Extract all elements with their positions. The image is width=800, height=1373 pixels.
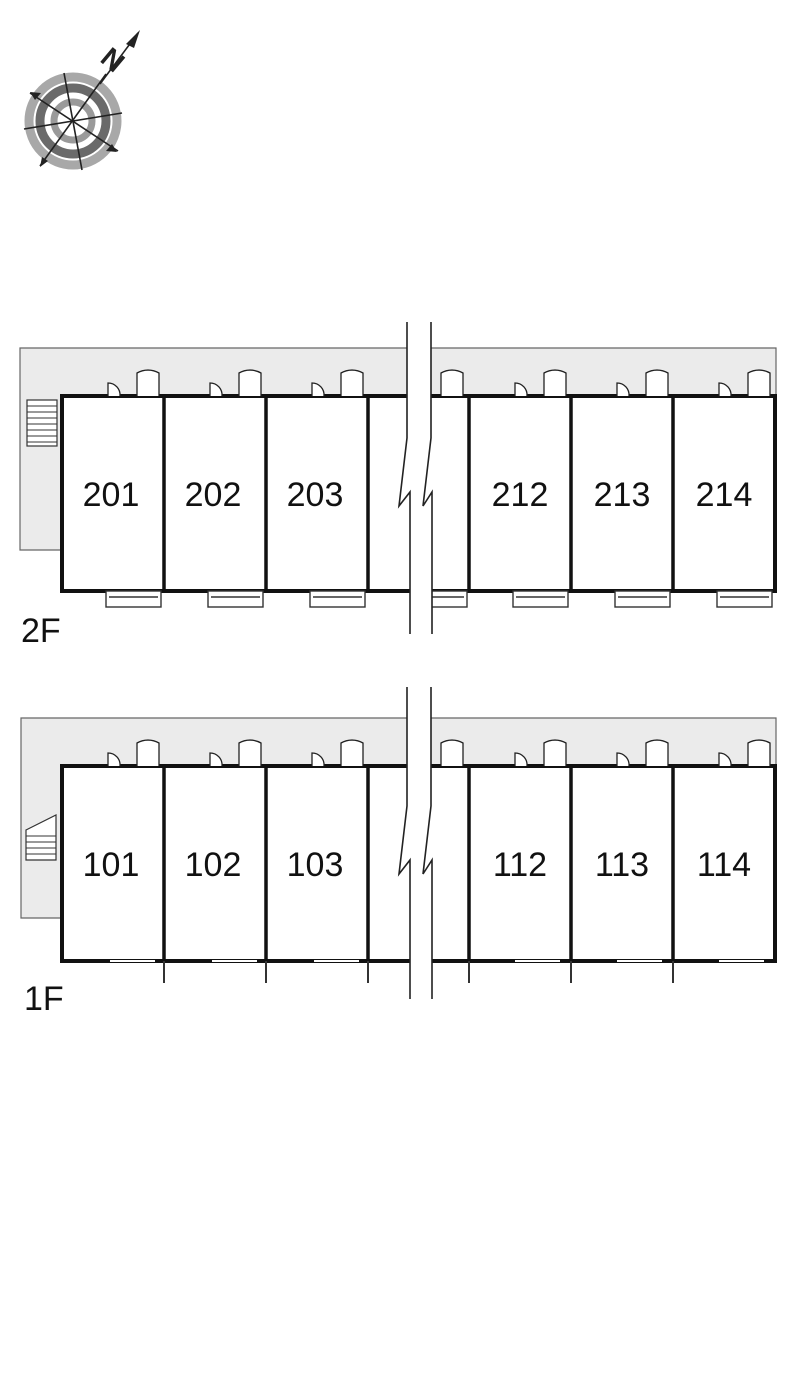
unit-doors [107, 739, 771, 767]
floor-label: 2F [21, 612, 61, 650]
compass-rose-icon: N [23, 30, 140, 171]
unit-number-label: 114 [697, 846, 751, 884]
floor-2f-plan: 201 202 203 212 213 214 2F [19, 322, 777, 650]
unit-partitions [162, 766, 675, 961]
unit-doors [107, 369, 771, 397]
unit-number-label: 212 [492, 476, 549, 514]
compass-north-label: N [95, 42, 130, 79]
unit-number-label: 103 [287, 846, 344, 884]
unit-number-label: 102 [185, 846, 242, 884]
floor-label: 1F [24, 980, 64, 1018]
unit-number-label: 213 [594, 476, 651, 514]
floor-1f-plan: 101 102 103 112 113 114 1F [20, 687, 777, 1018]
yard-dividers [163, 961, 674, 983]
balconies [105, 590, 773, 608]
unit-number-label: 101 [83, 846, 140, 884]
staircase-icon [26, 399, 58, 447]
unit-partitions [162, 396, 675, 591]
unit-number-label: 113 [595, 846, 649, 884]
plan-break-marker [397, 322, 433, 634]
staircase-icon [25, 814, 57, 861]
unit-number-label: 201 [83, 476, 140, 514]
unit-number-label: 202 [185, 476, 242, 514]
unit-number-label: 214 [696, 476, 753, 514]
unit-number-label: 203 [287, 476, 344, 514]
unit-number-label: 112 [493, 846, 547, 884]
plan-break-marker [397, 687, 433, 999]
